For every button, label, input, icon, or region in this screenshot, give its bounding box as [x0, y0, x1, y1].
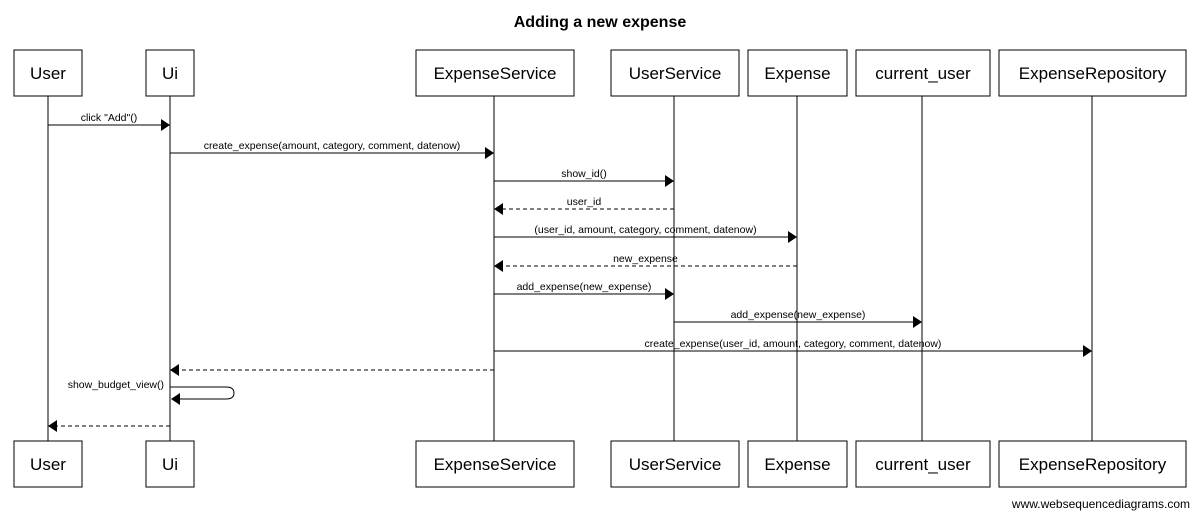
participant-box-user-service-bottom: UserService [610, 440, 740, 488]
arrowhead-icon [913, 316, 922, 328]
message-label: add_expense(new_expense) [517, 281, 652, 293]
message-label: show_budget_view() [68, 379, 164, 391]
message-label: click "Add"() [81, 112, 137, 124]
participant-box-outline [747, 49, 848, 97]
message-1: click "Add"() [48, 112, 170, 131]
message-9: create_expense(user_id, amount, category… [494, 338, 1092, 357]
message-7: add_expense(new_expense) [494, 281, 674, 300]
participant-label: ExpenseRepository [1019, 455, 1167, 474]
participant-box-outline [13, 440, 83, 488]
participant-label: Expense [764, 64, 830, 83]
participant-label: current_user [875, 64, 971, 83]
participant-box-outline [415, 49, 575, 97]
participant-label: User [30, 455, 66, 474]
arrowhead-icon [665, 288, 674, 300]
participant-label: current_user [875, 455, 971, 474]
participant-box-outline [855, 440, 991, 488]
message-label: create_expense(user_id, amount, category… [645, 338, 942, 350]
participant-box-user-top: User [13, 49, 83, 97]
participant-box-outline [13, 49, 83, 97]
participant-label: Ui [162, 455, 178, 474]
messages: click "Add"() create_expense(amount, cate… [48, 112, 1092, 432]
arrowhead-icon [161, 119, 170, 131]
message-5: (user_id, amount, category, comment, dat… [494, 224, 797, 243]
participant-box-outline [610, 49, 740, 97]
participant-box-outline [855, 49, 991, 97]
participant-label: ExpenseService [434, 64, 557, 83]
arrowhead-icon [494, 260, 503, 272]
participant-box-current-user-top: current_user [855, 49, 991, 97]
arrowhead-icon [1083, 345, 1092, 357]
participant-label: User [30, 64, 66, 83]
message-11: show_budget_view() [68, 379, 235, 405]
message-12 [48, 420, 170, 432]
participant-box-outline [998, 440, 1187, 488]
participant-box-outline [747, 440, 848, 488]
participant-box-expense-bottom: Expense [747, 440, 848, 488]
message-label: add_expense(new_expense) [731, 309, 866, 321]
diagram-title: Adding a new expense [514, 14, 687, 31]
participant-box-user-service-top: UserService [610, 49, 740, 97]
participant-box-ui-top: Ui [145, 49, 195, 97]
message-6: new_expense [494, 253, 797, 272]
participant-box-user-bottom: User [13, 440, 83, 488]
participant-label: UserService [629, 64, 722, 83]
participant-label: ExpenseRepository [1019, 64, 1167, 83]
participant-box-current-user-bottom: current_user [855, 440, 991, 488]
arrowhead-icon [494, 203, 503, 215]
participant-label: Expense [764, 455, 830, 474]
message-3: show_id() [494, 168, 674, 187]
arrowhead-icon [48, 420, 57, 432]
message-label: user_id [567, 196, 602, 208]
arrowhead-icon [485, 147, 494, 159]
participant-label: Ui [162, 64, 178, 83]
participant-box-outline [998, 49, 1187, 97]
participant-box-expense-service-top: ExpenseService [415, 49, 575, 97]
participant-box-outline [145, 440, 195, 488]
participant-box-expense-repository-top: ExpenseRepository [998, 49, 1187, 97]
participant-box-ui-bottom: Ui [145, 440, 195, 488]
arrowhead-icon [171, 393, 180, 405]
arrowhead-icon [665, 175, 674, 187]
participant-box-expense-repository-bottom: ExpenseRepository [998, 440, 1187, 488]
message-2: create_expense(amount, category, comment… [170, 140, 494, 159]
watermark-text: www.websequencediagrams.com [1011, 497, 1190, 511]
participant-box-expense-service-bottom: ExpenseService [415, 440, 575, 488]
arrowhead-icon [170, 364, 179, 376]
participant-box-outline [145, 49, 195, 97]
participant-label: UserService [629, 455, 722, 474]
message-line [170, 386, 235, 400]
participant-boxes-bottom: User Ui ExpenseService UserService Expense cu… [13, 440, 1187, 488]
participant-label: ExpenseService [434, 455, 557, 474]
message-label: show_id() [561, 168, 607, 180]
message-10 [170, 364, 494, 376]
message-4: user_id [494, 196, 674, 215]
message-8: add_expense(new_expense) [674, 309, 922, 328]
message-label: new_expense [613, 253, 678, 265]
participant-box-outline [415, 440, 575, 488]
participant-box-expense-top: Expense [747, 49, 848, 97]
participant-box-outline [610, 440, 740, 488]
arrowhead-icon [788, 231, 797, 243]
participant-boxes-top: User Ui ExpenseService UserService Expense cu… [13, 49, 1187, 97]
message-label: create_expense(amount, category, comment… [204, 140, 461, 152]
message-label: (user_id, amount, category, comment, dat… [534, 224, 756, 236]
